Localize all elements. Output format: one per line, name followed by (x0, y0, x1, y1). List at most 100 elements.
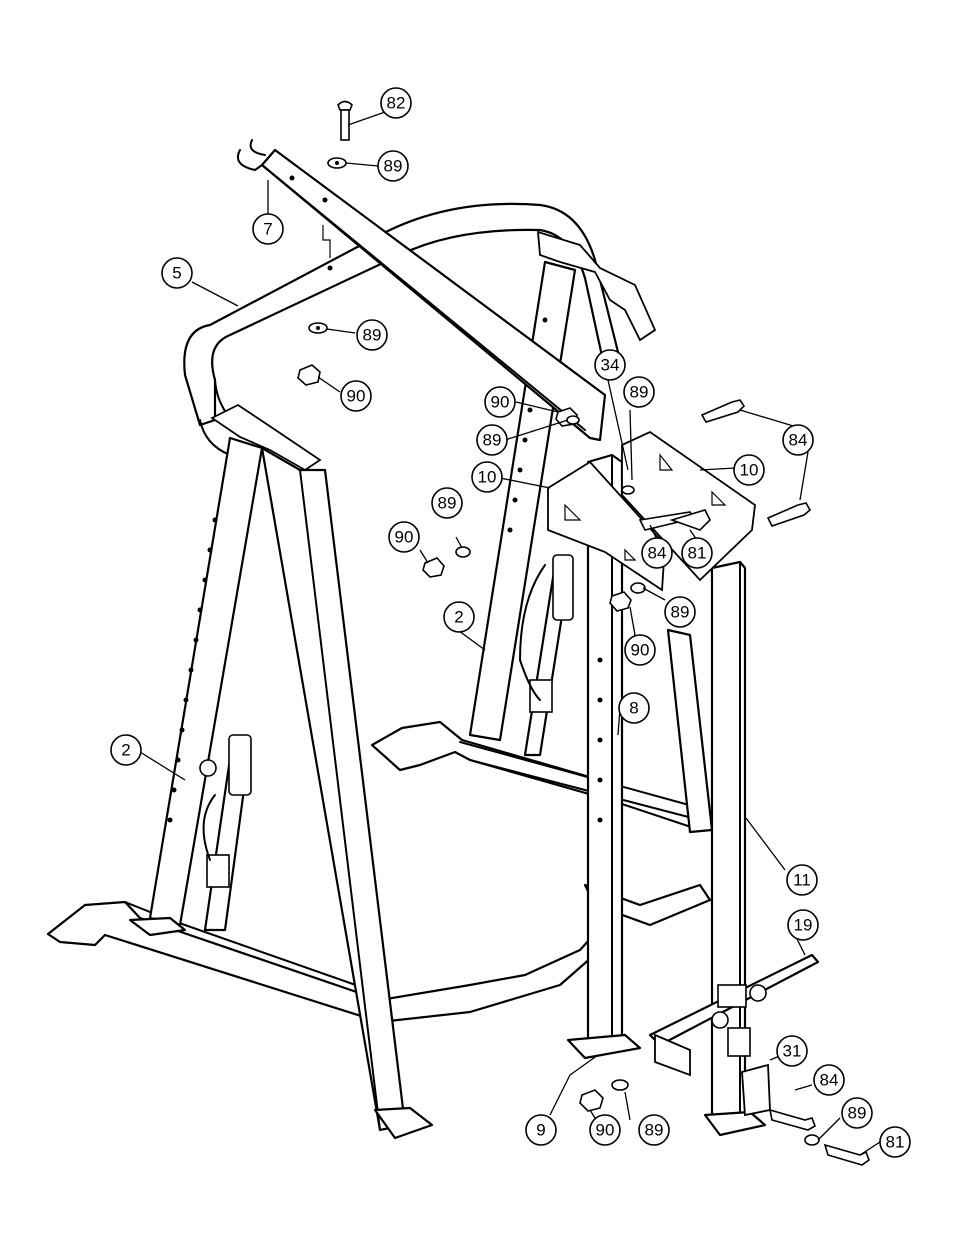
callout-circle (681, 537, 713, 569)
callout-circle (377, 150, 409, 182)
callout-89: 89 (431, 487, 463, 519)
callout-label: 31 (783, 1042, 802, 1061)
callout-82: 82 (380, 87, 412, 119)
callout-label: 84 (820, 1071, 839, 1090)
callout-label: 90 (596, 1121, 615, 1140)
callout-89: 89 (638, 1114, 670, 1146)
callout-circle (782, 424, 814, 456)
callout-label: 89 (483, 431, 502, 450)
callout-circle (340, 380, 372, 412)
callout-89: 89 (356, 319, 388, 351)
callout-circle (638, 1114, 670, 1146)
callout-11: 11 (786, 864, 818, 896)
callout-circle (787, 909, 819, 941)
callout-34: 34 (594, 349, 626, 381)
callout-label: 81 (688, 544, 707, 563)
callout-label: 89 (645, 1121, 664, 1140)
callout-circle (471, 461, 503, 493)
callout-circle (431, 487, 463, 519)
bar-assembly-part-19 (648, 953, 820, 1117)
left-upright-part-2 (128, 436, 434, 1140)
top-bar-part-7 (236, 139, 607, 442)
callout-label: 90 (395, 528, 414, 547)
callout-circle (664, 596, 696, 628)
callout-89: 89 (664, 596, 696, 628)
callout-label: 7 (263, 220, 272, 239)
callout-9: 9 (525, 1114, 557, 1146)
callout-2: 2 (443, 601, 475, 633)
callout-label: 8 (629, 699, 638, 718)
callout-circle (589, 1114, 621, 1146)
callout-label: 90 (347, 387, 366, 406)
callout-31: 31 (776, 1035, 808, 1067)
callout-7: 7 (252, 213, 284, 245)
callout-label: 19 (794, 916, 813, 935)
callout-5: 5 (161, 257, 193, 289)
callout-circle (776, 1035, 808, 1067)
callout-label: 10 (478, 468, 497, 487)
callout-circle (476, 424, 508, 456)
callout-label: 89 (848, 1104, 867, 1123)
callout-label: 89 (384, 157, 403, 176)
callout-90: 90 (340, 380, 372, 412)
callout-90: 90 (388, 521, 420, 553)
callout-circle (624, 634, 656, 666)
callout-circle (618, 692, 650, 724)
callout-circle (841, 1097, 873, 1129)
callout-19: 19 (787, 909, 819, 941)
callout-label: 81 (886, 1133, 905, 1152)
callout-circle (443, 601, 475, 633)
callout-label: 84 (789, 431, 808, 450)
callout-84: 84 (641, 537, 673, 569)
rear-upright-part-11 (666, 560, 767, 1137)
callout-label: 10 (740, 461, 759, 480)
callout-label: 5 (172, 264, 181, 283)
callout-circle (641, 537, 673, 569)
callout-label: 90 (631, 641, 650, 660)
callout-label: 82 (387, 94, 406, 113)
callout-label: 89 (630, 383, 649, 402)
callout-label: 9 (536, 1121, 545, 1140)
callout-label: 84 (648, 544, 667, 563)
callout-circle (733, 454, 765, 486)
callout-circle (484, 386, 516, 418)
callout-circle (380, 87, 412, 119)
callout-2: 2 (110, 734, 142, 766)
callout-81: 81 (681, 537, 713, 569)
callout-90: 90 (589, 1114, 621, 1146)
callout-circle (813, 1064, 845, 1096)
callout-8: 8 (618, 692, 650, 724)
callout-circle (786, 864, 818, 896)
callout-circle (879, 1126, 911, 1158)
callout-90: 90 (484, 386, 516, 418)
callout-label: 2 (121, 741, 130, 760)
callout-circle (356, 319, 388, 351)
callout-label: 11 (793, 871, 811, 890)
callout-89: 89 (377, 150, 409, 182)
callout-circle (252, 213, 284, 245)
hardware (297, 100, 870, 1166)
callout-81: 81 (879, 1126, 911, 1158)
callout-circle (594, 349, 626, 381)
callout-label: 34 (601, 356, 620, 375)
callout-84: 84 (813, 1064, 845, 1096)
base-frame (46, 720, 712, 1024)
callout-84: 84 (782, 424, 814, 456)
callout-circle (161, 257, 193, 289)
callout-90: 90 (624, 634, 656, 666)
callout-label: 2 (454, 608, 463, 627)
gusset-plates-part-10 (547, 430, 756, 592)
callout-label: 90 (491, 393, 510, 412)
callout-circle (388, 521, 420, 553)
callout-circle (110, 734, 142, 766)
callout-89: 89 (623, 376, 655, 408)
callout-circle (623, 376, 655, 408)
callout-label: 89 (671, 603, 690, 622)
callout-label: 89 (363, 326, 382, 345)
callout-89: 89 (841, 1097, 873, 1129)
callout-label: 89 (438, 494, 457, 513)
callout-10: 10 (471, 461, 503, 493)
callout-circle (525, 1114, 557, 1146)
